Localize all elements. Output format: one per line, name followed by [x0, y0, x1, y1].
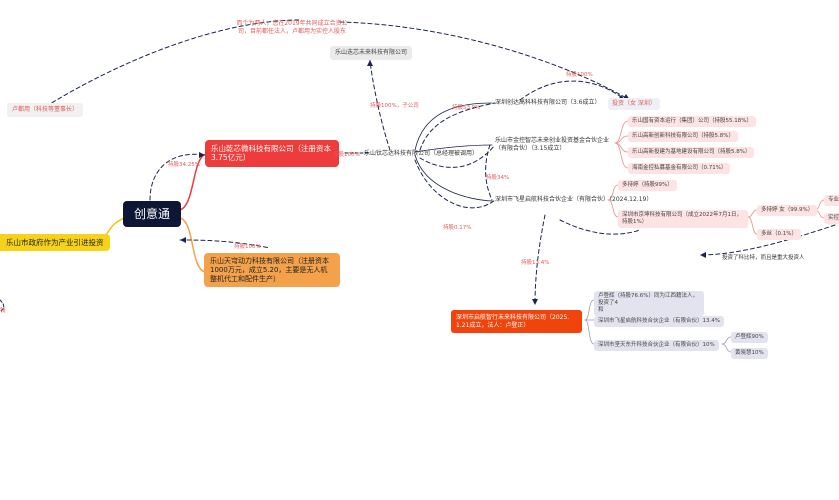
qidian-child-1-suffix: 和: [598, 306, 604, 313]
feixing-child-2b[interactable]: 多丝（0.1%）: [757, 229, 801, 240]
chuangda-edge-up: 持股100%: [566, 72, 593, 78]
feixing-child-2a[interactable]: 多持婷 女（99.9%）: [757, 205, 818, 216]
qidian-edge-label: 持股13.4%: [521, 260, 550, 266]
qidian-child-1-text: 卢登辉（持股76.6%）同为江西籍法人，投资了4: [598, 293, 698, 306]
diexin-future-node[interactable]: 乐山迭芯未来科技有限公司: [330, 46, 413, 60]
center-edge-left: 持股100%: [333, 152, 360, 158]
center-edge-up: 持股100%，子公司: [370, 103, 419, 109]
feixing-child-2[interactable]: 深圳市京坤科技有限公司（成立2022年7月1日，持股1%）: [618, 210, 748, 228]
feixing-edge-label: 持股0.17%: [443, 225, 472, 231]
right-note: 投资了科比特，而且是重大投资人: [722, 255, 805, 261]
fund-child-1[interactable]: 乐山国有资本运行（集团）公司（持股55.18%）: [628, 116, 756, 127]
fund-child-2[interactable]: 乐山高新创新科技有限公司（持股5.8%）: [628, 131, 738, 142]
qidian-company-node[interactable]: 深圳市启航智行未来科技有限公司（2025. 1.21成立，法人：卢登正）: [451, 310, 582, 333]
feixing-child-2a-sub1[interactable]: 专业: [824, 195, 839, 206]
fund-edge-label: 持股34%: [486, 175, 510, 181]
company-qianxinwei-node[interactable]: 乐山乾芯微科技有限公司（注册资本3.75亿元）: [205, 140, 339, 167]
company-tianqiong-node[interactable]: 乐山天穹动力科技有限公司（注册资本1000万元，成立5.20，主要是无人机整机代…: [204, 253, 340, 288]
qidian-child-3[interactable]: 深圳市坚天东升科技合伙企业（有限合伙）10%: [594, 340, 719, 351]
fund-child-3[interactable]: 乐山高新投建为基地建设有限公司（持股5.8%）: [628, 147, 755, 158]
top-note: 而个为两人，您在2019年共同成立合资公司，目前都任法人，卢都用为实控人股东: [236, 20, 348, 35]
qidian-child-3b[interactable]: 黄晓慧10%: [731, 348, 768, 359]
chuangda-edge-label: 持股53.9%: [452, 105, 481, 111]
qidian-child-1[interactable]: 卢登辉（持股76.6%）同为江西籍法人，投资了4 和: [594, 291, 704, 316]
root-node[interactable]: 创意通: [123, 201, 181, 227]
left-edge-text: 钱: [0, 308, 6, 314]
qidian-child-2[interactable]: 深圳市飞星启航科技合伙企业（有限合伙）13.4%: [594, 316, 724, 327]
fund-node[interactable]: 乐山市金控智芯未来创业投资基金合伙企业（有限合伙）（3.15成立）: [495, 137, 610, 152]
government-node[interactable]: 乐山市政府作为产业引进投资: [0, 234, 110, 252]
chuangda-company-node[interactable]: 深圳创达高科科技有限公司（3.6成立）: [495, 99, 601, 106]
qidian-child-3a[interactable]: 卢登辉90%: [731, 332, 768, 343]
investor-node[interactable]: 投资（女 深圳）: [608, 98, 660, 110]
taixinda-company-node[interactable]: 乐山钛芯达科技有限公司（总经理被调用）: [364, 150, 479, 157]
feixing-child-1[interactable]: 多持婷（持股99%）: [618, 180, 677, 191]
company-a-edge-label: 持股34.25%: [168, 162, 200, 168]
company-b-edge-label: 持股100%: [234, 244, 261, 250]
feixing-child-2a-sub2[interactable]: 实控: [824, 213, 839, 224]
feixing-node[interactable]: 深圳市飞星启航科技合伙企业（有限合伙）（2024.12.19）: [495, 196, 653, 203]
lu-dengzheng-node[interactable]: 卢都用（科技等董事长）: [7, 103, 84, 117]
fund-child-4[interactable]: 海南金控私募基金有限公司（0.71%）: [628, 163, 731, 174]
